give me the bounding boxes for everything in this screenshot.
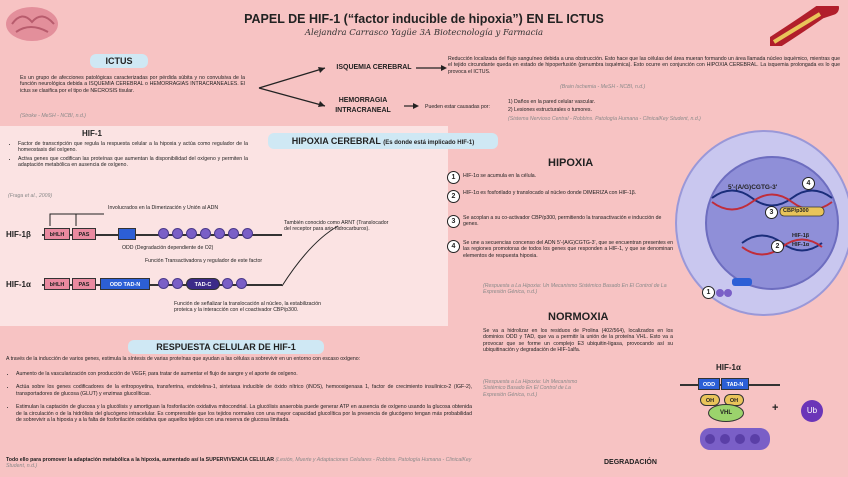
- hipoxia-step-4: Se une a secuencias concenso del ADN 5'-…: [463, 240, 673, 259]
- isquemia-text: Reducción localizada del flujo sanguíneo…: [448, 56, 840, 75]
- hemorragia-cause-1: 1) Daños en la pared celular vascular.: [508, 99, 596, 105]
- hif1a-label: HIF-1α: [6, 280, 31, 289]
- hemorragia-intro: Pueden estar causadas por:: [425, 104, 490, 110]
- hipoxia-step-2: HIF-1α es fosforilado y translocado al n…: [463, 190, 637, 196]
- cell-step-2: 2: [771, 240, 784, 253]
- hif1b-bhlh: bHLH: [44, 228, 70, 240]
- brain-icon: [6, 7, 58, 41]
- ictus-label: ICTUS: [90, 54, 148, 68]
- gene-connector: [281, 225, 339, 287]
- hif1a-tadc: TAD-C: [186, 278, 220, 290]
- hif1b-domain: [186, 228, 197, 239]
- isquemia-cite: (Brain Ischemia - MeSH - NCBI, n.d.): [560, 84, 646, 90]
- ictus-cite: (Stroke - MeSH - NCBI, n.d.): [20, 113, 87, 119]
- norm-hif1a: HIF-1α: [716, 363, 741, 372]
- hif1a-domain: [158, 278, 169, 289]
- hipoxia-cerebral-sub: (Es donde está implicado HIF-1): [383, 140, 475, 146]
- normoxia-label: NORMOXIA: [548, 311, 609, 323]
- hif1a-odd-tadn: ODD TAD-N: [100, 278, 150, 290]
- hif1b-blue: [118, 228, 136, 240]
- tadc-note: Función de señalizar la translocación al…: [174, 301, 322, 314]
- hipoxia-cite: (Respuesta a La Hipoxia: Un Mecanismo Si…: [483, 283, 667, 296]
- cell-step-3: 3: [765, 206, 778, 219]
- header-bar: [0, 0, 848, 42]
- hif1-bullet: Factor de transcripción que regula la re…: [18, 141, 248, 154]
- hipoxia-label: HIPOXIA: [548, 157, 594, 169]
- step-2-number: 2: [447, 190, 460, 203]
- respuesta-cite: (Lesión, Muerte y Adaptaciones Celulares…: [6, 457, 472, 470]
- respuesta-intro: A través de la inducción de varios genes…: [6, 356, 361, 362]
- respuesta-bullet: Estimulan la captación de glucosa y la g…: [16, 404, 472, 423]
- hif1a-domain: [172, 278, 183, 289]
- hif1-bullet: Activa genes que codifican las proteínas…: [18, 156, 248, 169]
- cell-diagram: [675, 130, 848, 316]
- hif1a-pas: PAS: [72, 278, 96, 290]
- proteasome-icon: [700, 428, 770, 450]
- arnt-note: También conocido como ARNT (Translocador…: [284, 220, 389, 233]
- hemorragia-cite: (Sistema Nervioso Central - Robbins. Pat…: [508, 116, 701, 122]
- norm-oh-1: OH: [700, 394, 720, 406]
- hif1b-domain: [228, 228, 239, 239]
- hemorragia-arrow: [404, 103, 419, 109]
- degradacion-label: DEGRADACIÓN: [604, 459, 657, 466]
- odd-note: ODD (Degradación dependiente de O2): [122, 245, 214, 251]
- hif1-panel: [0, 126, 448, 326]
- cell-step-4: 4: [802, 177, 815, 190]
- respuesta-bullets: Aumento de la vascularización con produc…: [6, 371, 472, 425]
- respuesta-conclusion: Todo ello para promover la adaptación me…: [6, 457, 472, 470]
- normoxia-text: Se va a hidrolizar en los residuos de Pr…: [483, 328, 673, 354]
- hif1-cite: (Fraga et al., 2009): [8, 193, 53, 199]
- isquemia-label: ISQUEMIA CEREBRAL: [336, 64, 412, 71]
- dna-sequence: 5'-(A/G)CGTG-3': [728, 184, 778, 191]
- hipoxia-step-1: HIF-1α se acumula en la célula.: [463, 173, 537, 179]
- tad-note: Función Transactivadora y regulador de e…: [145, 258, 263, 264]
- cbp-label: CBP/p300: [783, 208, 809, 214]
- hipoxia-cerebral-label: HIPOXIA CEREBRAL (Es donde está implicad…: [268, 133, 498, 149]
- artery-icon: [770, 6, 839, 46]
- hif1a-domain: [222, 278, 233, 289]
- cell-hif1b: HIF-1β: [792, 233, 810, 239]
- cell-hif1a: HIF-1α: [792, 242, 810, 248]
- step-4-number: 4: [447, 240, 460, 253]
- hemorragia-label: HEMORRAGIA INTRACRANEAL: [335, 97, 391, 114]
- ictus-text: Es un grupo de afecciones patológicas ca…: [20, 75, 245, 94]
- involved-note: Involucrados en la Dimerización y Unión …: [108, 205, 219, 211]
- hif1a-domain: [236, 278, 247, 289]
- hif1a-bhlh: bHLH: [44, 278, 70, 290]
- hif1-label: HIF-1: [82, 129, 102, 138]
- cell-step-1: 1: [702, 286, 715, 299]
- hif1b-domain: [172, 228, 183, 239]
- isquemia-arrow: [416, 65, 447, 71]
- odd-domain-label: ODD: [109, 282, 122, 288]
- respuesta-label: RESPUESTA CELULAR DE HIF-1: [128, 340, 324, 354]
- plus-sign: +: [772, 402, 779, 414]
- step-1-number: 1: [447, 171, 460, 184]
- hif1b-domain: [214, 228, 225, 239]
- norm-tadn: TAD-N: [721, 378, 749, 390]
- vhl-protein: VHL: [708, 404, 744, 422]
- hemorragia-cause-2: 2) Lesiones estructurales o tumores.: [508, 107, 592, 113]
- hif1-bullets: Factor de transcripción que regula la re…: [8, 141, 248, 171]
- ictus-arrows: [258, 67, 326, 107]
- page-title: PAPEL DE HIF-1 (“factor inducible de hip…: [244, 12, 604, 26]
- hif1b-domain: [242, 228, 253, 239]
- respuesta-bullet: Aumento de la vascularización con produc…: [16, 371, 472, 377]
- author-subtitle: Alejandra Carrasco Yagüe 3A Biotecnologí…: [304, 28, 544, 38]
- hif1b-domain: [200, 228, 211, 239]
- hipoxia-cerebral-title: HIPOXIA CEREBRAL: [291, 136, 381, 146]
- step-3-number: 3: [447, 215, 460, 228]
- hipoxia-step-3: Se acoplan a su co-activador CBP/p300, p…: [463, 215, 662, 228]
- norm-odd: ODD: [698, 378, 720, 390]
- ubiquitin-circle: Ub: [801, 400, 823, 422]
- hif1b-label: HIF-1β: [6, 230, 31, 239]
- hif1b-domain: [158, 228, 169, 239]
- respuesta-bullet: Actúa sobre los genes codificadores de l…: [16, 384, 472, 397]
- normoxia-cite: (Respuesta a La Hipoxia: Un Mecanismo Si…: [483, 379, 578, 398]
- respuesta-conclusion-text: Todo ello para promover la adaptación me…: [6, 457, 274, 463]
- involved-bracket: [49, 213, 104, 226]
- tadn-domain-label: TAD-N: [123, 282, 141, 288]
- hif1b-pas: PAS: [72, 228, 96, 240]
